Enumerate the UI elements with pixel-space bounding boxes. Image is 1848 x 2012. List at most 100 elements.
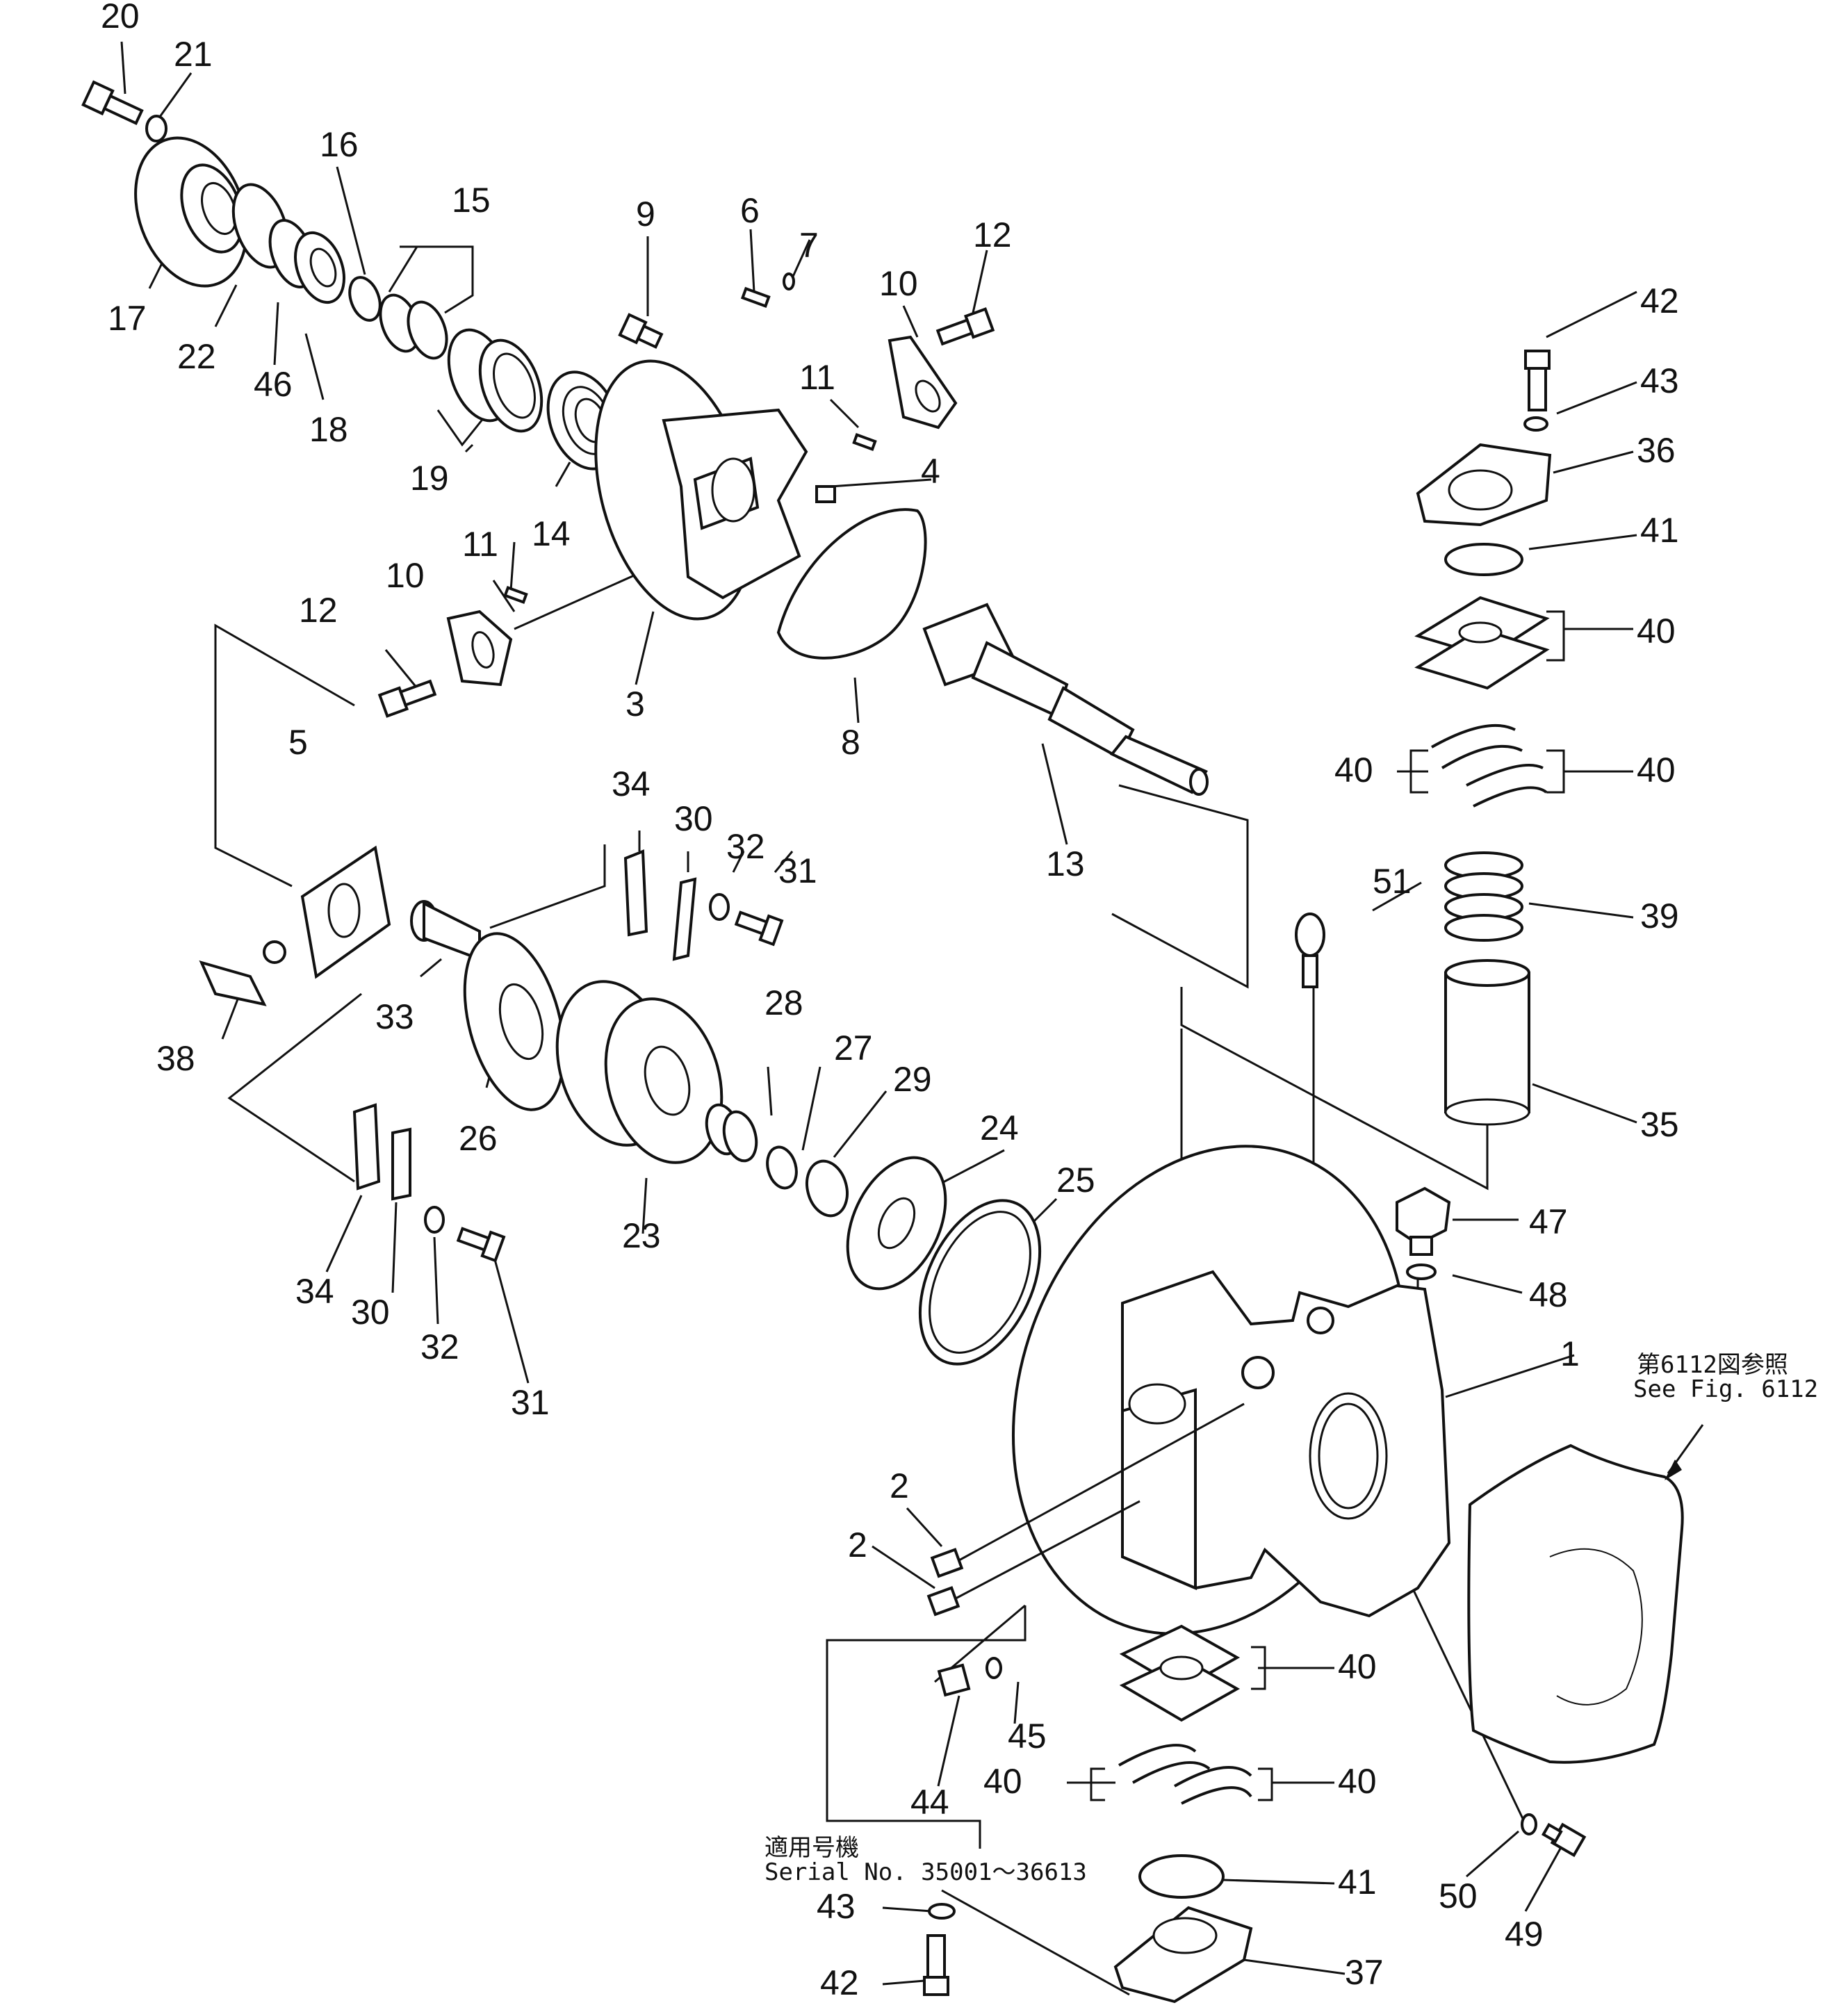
part-23-cylinder-block bbox=[555, 980, 723, 1164]
part-50-o-ring bbox=[1521, 1813, 1537, 1835]
callout-40-lower-far-right: 40 bbox=[1338, 1762, 1377, 1801]
leader-lines bbox=[120, 41, 1637, 1996]
part-51-eyebolt bbox=[1295, 913, 1325, 988]
callout-9: 9 bbox=[636, 195, 655, 234]
callout-19: 19 bbox=[410, 459, 449, 498]
part-5-cradle bbox=[263, 845, 391, 979]
callout-34-lower: 34 bbox=[295, 1272, 334, 1311]
part-41-o-ring-lower bbox=[1138, 1854, 1225, 1899]
part-29-snap-ring bbox=[806, 1159, 849, 1218]
callout-40-lower-left: 40 bbox=[983, 1762, 1022, 1801]
callout-39: 39 bbox=[1640, 897, 1679, 935]
callout-12-upper: 12 bbox=[973, 215, 1012, 254]
plug-axis-line-upper bbox=[958, 1402, 1245, 1562]
callout-22: 22 bbox=[177, 337, 216, 376]
callout-11-lower: 11 bbox=[462, 525, 498, 564]
serial-note-en: Serial No. 35001～36613 bbox=[764, 1858, 1087, 1886]
callout-38: 38 bbox=[156, 1039, 195, 1078]
part-10-plate-upper bbox=[888, 335, 958, 430]
part-9-plug bbox=[618, 313, 664, 349]
part-39-spring bbox=[1444, 851, 1523, 942]
callout-35: 35 bbox=[1640, 1105, 1679, 1144]
callout-30-upper: 30 bbox=[674, 799, 713, 838]
callout-31-lower: 31 bbox=[511, 1383, 550, 1422]
callout-31-upper: 31 bbox=[778, 851, 817, 890]
callout-30-lower: 30 bbox=[351, 1293, 390, 1332]
part-13-shaft bbox=[922, 603, 1209, 796]
callout-3: 3 bbox=[625, 685, 645, 723]
part-11-pin-upper bbox=[852, 433, 877, 451]
part-41-o-ring-upper bbox=[1444, 543, 1523, 576]
part-2-plug-lower bbox=[926, 1586, 960, 1617]
part-31-bolt-upper bbox=[734, 910, 784, 947]
callout-29: 29 bbox=[893, 1060, 932, 1099]
callout-48: 48 bbox=[1529, 1275, 1568, 1314]
part-33-piston bbox=[410, 900, 481, 961]
callout-43-lower: 43 bbox=[817, 1887, 856, 1926]
fig-reference-en: See Fig. 6112 bbox=[1633, 1375, 1818, 1403]
part-19-seal bbox=[447, 328, 543, 433]
callout-17: 17 bbox=[108, 299, 147, 338]
parts bbox=[81, 80, 1704, 2004]
callout-41-upper: 41 bbox=[1640, 511, 1679, 550]
part-12-bolt-upper bbox=[935, 307, 995, 346]
part-32-washer-lower bbox=[424, 1206, 445, 1234]
callout-16: 16 bbox=[320, 125, 359, 164]
part-20-bolt bbox=[81, 80, 144, 125]
callout-34-upper: 34 bbox=[612, 764, 651, 803]
callout-40-upper-right: 40 bbox=[1637, 612, 1676, 651]
callout-24: 24 bbox=[980, 1109, 1019, 1147]
part-42-bolt-lower bbox=[923, 1934, 949, 1996]
part-48-o-ring bbox=[1406, 1263, 1437, 1280]
fig-reference-jp: 第6112図参照 bbox=[1637, 1351, 1788, 1379]
part-2-plug-upper bbox=[930, 1548, 964, 1578]
plug-axis-line-lower bbox=[955, 1500, 1140, 1600]
callout-11-upper: 11 bbox=[799, 358, 835, 397]
callout-28: 28 bbox=[764, 983, 803, 1022]
callout-1: 1 bbox=[1560, 1334, 1580, 1373]
part-30-plate-upper bbox=[672, 877, 697, 961]
callout-2-upper: 2 bbox=[890, 1466, 909, 1505]
callout-15: 15 bbox=[452, 181, 491, 220]
part-6-pin bbox=[740, 286, 771, 308]
part-8-o-ring bbox=[776, 508, 927, 660]
callout-27: 27 bbox=[834, 1029, 873, 1068]
part-40-gasket-upper bbox=[1414, 596, 1550, 808]
callout-5: 5 bbox=[288, 723, 308, 762]
part-24-valve-plate bbox=[846, 1156, 947, 1291]
callout-40-right: 40 bbox=[1637, 751, 1676, 790]
part-34-shoe-upper bbox=[623, 849, 648, 937]
part-15-seal bbox=[379, 293, 448, 360]
callout-42-lower: 42 bbox=[820, 1963, 859, 2002]
part-17-flange bbox=[134, 136, 248, 288]
callout-40-lower-right: 40 bbox=[1338, 1647, 1377, 1686]
part-42-bolt-upper bbox=[1524, 350, 1551, 411]
callout-6: 6 bbox=[740, 191, 760, 230]
part-26-retainer bbox=[463, 932, 566, 1111]
part-27-washer bbox=[766, 1145, 798, 1190]
callout-47: 47 bbox=[1529, 1202, 1568, 1241]
callout-18: 18 bbox=[309, 410, 348, 449]
part-21-washer bbox=[145, 115, 167, 142]
part-49-bolt bbox=[1541, 1822, 1587, 1858]
callout-32-upper: 32 bbox=[726, 827, 765, 866]
callout-43-upper: 43 bbox=[1640, 361, 1679, 400]
callout-labels: 20 21 16 15 17 22 46 18 19 14 9 6 7 10 1… bbox=[101, 0, 1679, 2002]
part-38-stopper bbox=[199, 960, 267, 1006]
callout-49: 49 bbox=[1505, 1915, 1544, 1954]
callout-40-left: 40 bbox=[1334, 751, 1373, 790]
callout-25: 25 bbox=[1056, 1161, 1095, 1200]
part-3-end-cover bbox=[594, 359, 808, 621]
callout-20: 20 bbox=[101, 0, 140, 35]
part-12-bolt-lower bbox=[377, 679, 437, 718]
callout-36: 36 bbox=[1637, 431, 1676, 470]
callout-41-lower: 41 bbox=[1338, 1863, 1377, 1901]
callout-10-upper: 10 bbox=[879, 264, 918, 303]
callout-12-lower: 12 bbox=[299, 591, 338, 630]
part-30-plate-lower bbox=[391, 1127, 411, 1201]
callout-14: 14 bbox=[532, 514, 571, 553]
part-40-gasket-lower bbox=[1118, 1624, 1252, 1805]
notes: 第6112図参照 See Fig. 6112 適用号機 Serial No. 3… bbox=[764, 1351, 1818, 1886]
part-25-ring bbox=[918, 1199, 1042, 1366]
part-37-cover bbox=[1113, 1906, 1253, 2004]
